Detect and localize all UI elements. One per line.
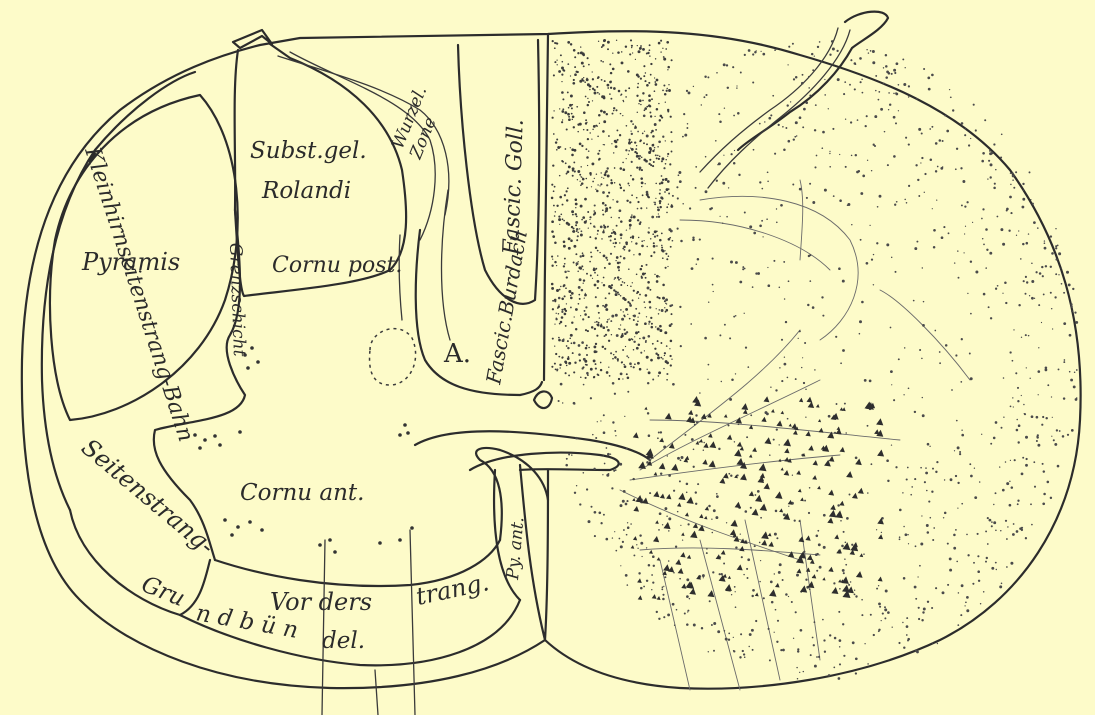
label-strang: trang. — [413, 568, 491, 611]
label-seitenstrang: Seitenstrang- — [76, 433, 220, 560]
label-rolandi: Rolandi — [261, 178, 351, 204]
label-a: A. — [443, 339, 471, 369]
left-dorsal-root-stub — [233, 30, 272, 48]
label-gru: Gru — [138, 571, 189, 612]
central-canal — [534, 391, 552, 408]
right-dorsal-root-fibres — [700, 28, 850, 188]
label-fascic-burdach: Fascic.Burdach — [481, 228, 532, 387]
label-cornu-post: Cornu post. — [272, 253, 402, 278]
ventral-root-2 — [375, 670, 378, 715]
commissure-lower — [470, 453, 619, 470]
posterior-median-septum — [544, 34, 548, 380]
label-subst-gel: Subst.gel. — [250, 138, 367, 164]
cell-clusters-left — [193, 346, 414, 554]
stipple-texture — [551, 39, 1078, 680]
label-vorders: Vor ders — [270, 588, 372, 616]
label-pyramis: Pyramis — [81, 248, 180, 276]
fascic-goll-region — [458, 40, 539, 304]
ventral-root-3 — [410, 530, 415, 715]
right-half-fibres — [620, 180, 970, 560]
grey-commissure — [415, 431, 650, 460]
label-py-ant: Py. ant. — [503, 516, 528, 581]
right-dorsal-root — [738, 12, 888, 150]
label-grenzschicht: Grenzschicht — [225, 242, 249, 356]
ventral-root-right-2 — [700, 540, 740, 690]
kleinhirn-band-boundary — [42, 72, 195, 510]
dashed-circle — [370, 329, 416, 385]
label-del: del. — [322, 628, 365, 654]
label-cornu-ant: Cornu ant. — [240, 480, 364, 506]
